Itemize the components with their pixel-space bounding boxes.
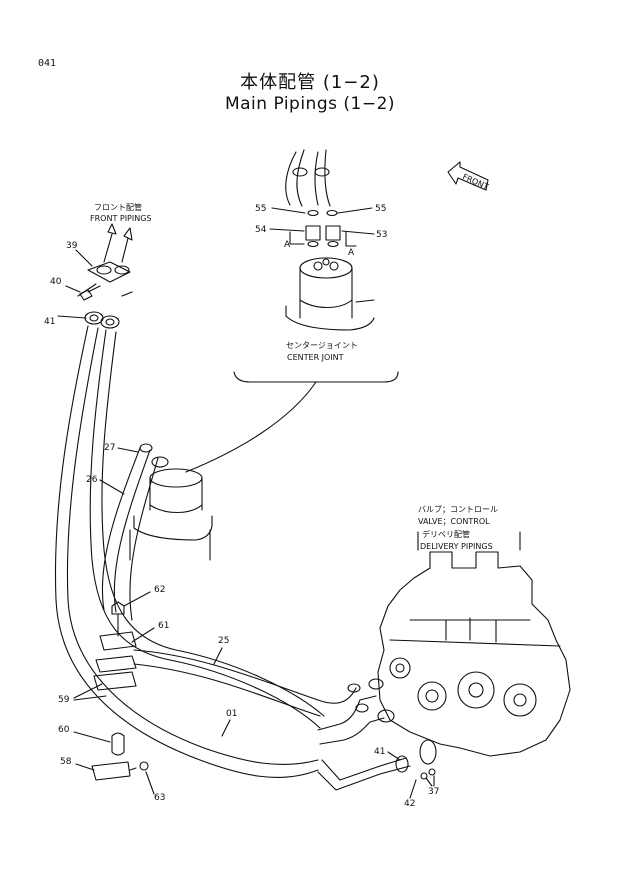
callout-41-bottom: 41 <box>374 747 385 757</box>
front-pipings-fittings <box>57 223 133 329</box>
callout-39: 39 <box>66 241 78 251</box>
callout-01: 01 <box>226 709 237 719</box>
front-arrow-label: FRONT <box>461 172 490 191</box>
front-pipings-caption-en: FRONT PIPINGS <box>90 214 152 223</box>
main-hoses <box>54 325 357 778</box>
callout-59: 59 <box>58 695 70 705</box>
page-number: 041 <box>38 58 57 69</box>
front-pipings-caption-jp: フロント配管 <box>94 202 142 212</box>
o-ring-55-right <box>326 209 338 217</box>
callout-27: 27 <box>104 443 115 453</box>
valve-caption-jp: バルブ；コントロール <box>418 504 498 514</box>
callout-60: 60 <box>58 725 70 735</box>
callout-63: 63 <box>154 793 165 803</box>
center-joint-inset <box>185 149 399 473</box>
page-title-japanese: 本体配管 (1−2) <box>240 72 380 93</box>
callout-55-left: 55 <box>255 204 266 214</box>
callout-53: 53 <box>376 230 387 240</box>
center-joint-caption-jp: センタージョイント <box>286 341 358 350</box>
callout-40: 40 <box>50 277 62 287</box>
callout-a-left: A <box>284 240 291 250</box>
center-joint-main <box>129 468 213 561</box>
callout-42: 42 <box>404 799 415 809</box>
delivery-pipes <box>317 678 437 791</box>
page-title-english: Main Pipings (1−2) <box>224 94 396 114</box>
clamp-assembly <box>91 601 149 781</box>
delivery-caption-jp: デリベリ配管 <box>422 529 470 539</box>
center-joint-caption-en: CENTER JOINT <box>287 353 344 362</box>
valve-caption-en: VALVE；CONTROL <box>418 517 490 526</box>
callout-37: 37 <box>428 787 439 797</box>
callout-55-right: 55 <box>375 204 386 214</box>
callout-61: 61 <box>158 621 169 631</box>
delivery-caption-en: DELIVERY PIPINGS <box>420 542 493 551</box>
callout-62: 62 <box>154 585 165 595</box>
callout-a-right: A <box>348 248 355 258</box>
callout-58: 58 <box>60 757 72 767</box>
callout-54: 54 <box>255 225 267 235</box>
front-direction-arrow: FRONT <box>447 161 490 192</box>
callout-25: 25 <box>218 636 229 646</box>
control-valve <box>377 551 571 757</box>
callout-41-top: 41 <box>44 317 55 327</box>
o-ring-55-left <box>307 209 319 217</box>
callout-26: 26 <box>86 475 98 485</box>
